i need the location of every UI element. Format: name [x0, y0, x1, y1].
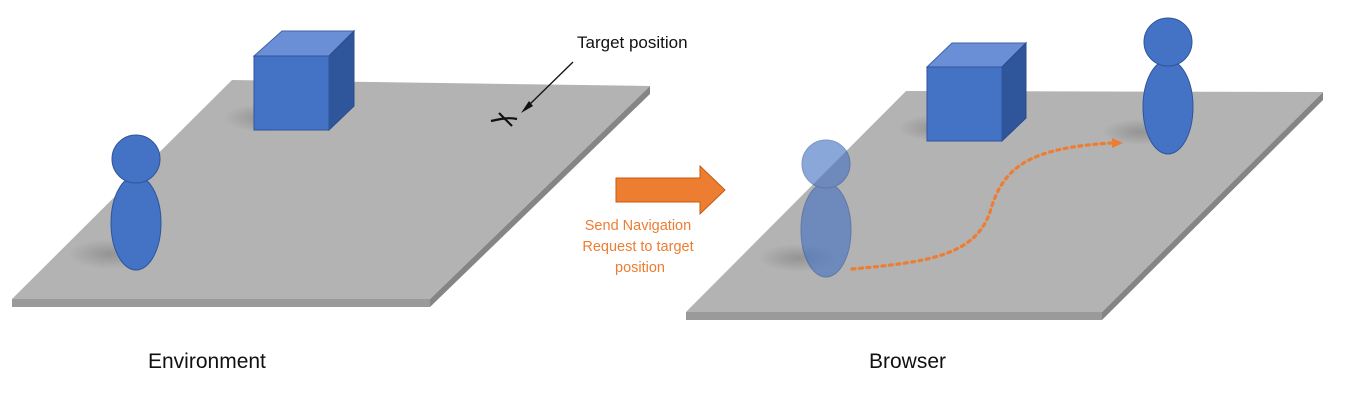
environment-floor-top: [12, 80, 650, 299]
person-figure: [110, 134, 162, 271]
send-request-label-line-3: position: [615, 260, 665, 276]
destination-person-figure: [1142, 17, 1194, 155]
navigation-path: [850, 141, 1114, 271]
cube: [252, 29, 356, 132]
destination-person-body: [1142, 59, 1194, 155]
destination-person-head: [1143, 17, 1193, 67]
target-pointer-arrow: [521, 61, 574, 113]
send-request-arrow: [615, 164, 726, 216]
person-head: [111, 134, 161, 184]
environment-floor-front-edge: [12, 299, 430, 307]
environment-floor-right-edge: [430, 86, 650, 307]
send-request-label-line-1: Send Navigation: [585, 218, 691, 234]
environment-label: Environment: [148, 350, 266, 373]
ghost-person-body: [800, 182, 852, 278]
browser-scene: Browser: [686, 17, 1323, 373]
send-request-label-line-2: Request to target: [582, 239, 693, 255]
browser-label: Browser: [869, 350, 946, 373]
send-request-label: Send Navigation Request to target positi…: [582, 218, 697, 276]
environment-floor: [12, 80, 650, 307]
target-position-label: Target position: [577, 33, 688, 52]
person-body: [110, 175, 162, 271]
right-arrow-icon: [615, 164, 726, 216]
browser-floor-right-edge: [1102, 92, 1323, 320]
ghost-person-figure: [800, 139, 852, 278]
ghost-person-head: [801, 139, 851, 189]
environment-scene: Target position Environment: [12, 29, 688, 373]
browser-cube-front-face: [926, 66, 1003, 142]
x-mark-icon: [490, 112, 518, 127]
cube-front-face: [253, 55, 330, 131]
browser-floor-front-edge: [686, 312, 1102, 320]
browser-cube: [925, 41, 1028, 143]
